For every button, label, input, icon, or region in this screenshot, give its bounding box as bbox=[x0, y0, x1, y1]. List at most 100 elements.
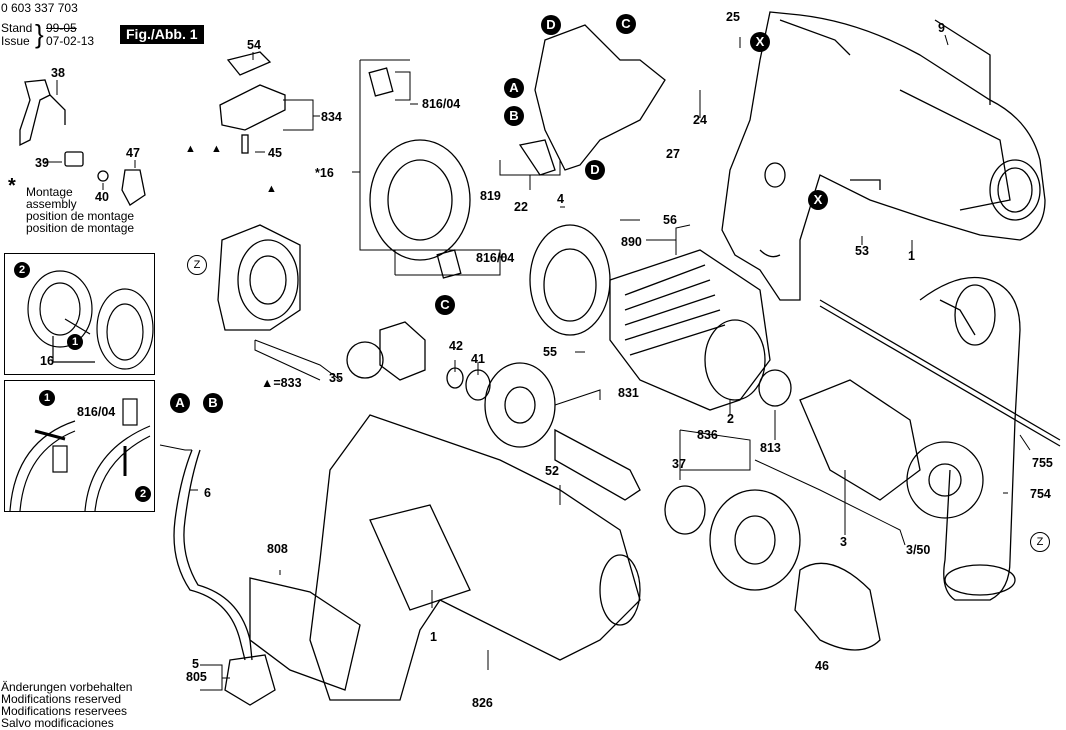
connection-marker-a: A bbox=[170, 393, 190, 413]
inset-drawing bbox=[9, 398, 151, 511]
part-label-816-04-inset: 816/04 bbox=[77, 405, 116, 419]
part-label-52: 52 bbox=[545, 464, 559, 478]
part-label-9: 9 bbox=[938, 21, 945, 35]
part-label-39: 39 bbox=[35, 156, 49, 170]
step-2-badge: 2 bbox=[135, 486, 151, 502]
part-label-5: 5 bbox=[192, 657, 199, 671]
part-label-46: 46 bbox=[815, 659, 829, 673]
part-label-834: 834 bbox=[321, 110, 342, 124]
step-2-badge: 2 bbox=[14, 262, 30, 278]
part-label-16-inset: 16 bbox=[40, 354, 54, 368]
switch bbox=[518, 24, 666, 176]
part-label-816-04: 816/04 bbox=[422, 97, 461, 111]
part-label-4: 4 bbox=[557, 192, 564, 206]
issue-date: 07-02-13 bbox=[46, 34, 95, 48]
side-handle bbox=[819, 276, 1061, 601]
part-label-45: 45 bbox=[268, 146, 282, 160]
part-label-808: 808 bbox=[267, 542, 288, 556]
connection-marker-c: C bbox=[616, 14, 636, 34]
part-label-37: 37 bbox=[672, 457, 686, 471]
part-label-56: 56 bbox=[663, 213, 677, 227]
brace-icon: } bbox=[35, 19, 44, 49]
part-label-890: 890 bbox=[621, 235, 642, 249]
triangle-marker-icon: ▲ bbox=[185, 143, 196, 155]
part-label-1: 1 bbox=[908, 249, 915, 263]
power-cable bbox=[173, 449, 276, 706]
connection-marker-z: Z bbox=[187, 255, 207, 275]
part-label-2: 2 bbox=[727, 412, 734, 426]
inset-drawing bbox=[27, 270, 154, 370]
part-label-35: 35 bbox=[329, 371, 343, 385]
part-label-41: 41 bbox=[471, 352, 485, 366]
part-label-27: 27 bbox=[666, 147, 680, 161]
step-1-badge: 1 bbox=[67, 334, 83, 350]
assembly-note-line: position de montage bbox=[26, 221, 135, 235]
part-label-836: 836 bbox=[697, 428, 718, 442]
part-label-25: 25 bbox=[726, 10, 740, 24]
inset-brush-replacement: 1 816/04 2 bbox=[4, 380, 155, 512]
connection-marker-b: B bbox=[203, 393, 223, 413]
part-label-53: 53 bbox=[855, 244, 869, 258]
connection-marker-a: A bbox=[504, 78, 524, 98]
triangle-marker-icon: ▲ bbox=[211, 143, 222, 155]
housing-half-right bbox=[721, 11, 1046, 301]
part-label-6: 6 bbox=[204, 486, 211, 500]
leader-lines bbox=[45, 34, 1031, 691]
assembly-note-line: assembly bbox=[26, 197, 77, 211]
part-label-831: 831 bbox=[618, 386, 639, 400]
part-label-42: 42 bbox=[449, 339, 463, 353]
connection-marker-d: D bbox=[585, 160, 605, 180]
chuck-parts bbox=[664, 485, 881, 651]
gears bbox=[346, 321, 641, 501]
housing-half-left bbox=[309, 414, 641, 701]
part-label-754: 754 bbox=[1030, 487, 1051, 501]
part-label-755: 755 bbox=[1032, 456, 1053, 470]
connection-marker-x: X bbox=[808, 190, 828, 210]
part-label-805: 805 bbox=[186, 670, 207, 684]
part-label-816-04: 816/04 bbox=[476, 251, 515, 265]
part-label-833: ▲=833 bbox=[261, 376, 302, 390]
figure-label: Fig./Abb. 1 bbox=[120, 25, 204, 44]
part-label-55: 55 bbox=[543, 345, 557, 359]
footer-line: Modifications reservees bbox=[1, 704, 128, 718]
asterisk-icon: * bbox=[8, 175, 16, 197]
part-label-16: *16 bbox=[315, 166, 334, 180]
part-label-38: 38 bbox=[51, 66, 65, 80]
part-label-24: 24 bbox=[693, 113, 707, 127]
triangle-marker-icon: ▲ bbox=[266, 183, 277, 195]
grip-cover bbox=[249, 577, 361, 691]
part-label-3-50: 3/50 bbox=[906, 543, 931, 557]
footer-line: Modifications reserved bbox=[1, 692, 122, 706]
part-label-47: 47 bbox=[126, 146, 140, 160]
part-label-813: 813 bbox=[760, 441, 781, 455]
part-label-819: 819 bbox=[480, 189, 501, 203]
stand-label: Stand bbox=[1, 21, 33, 35]
part-label-1: 1 bbox=[430, 630, 437, 644]
part-number: 0 603 337 703 bbox=[1, 1, 78, 15]
part-label-40: 40 bbox=[95, 190, 109, 204]
bearing-flange bbox=[217, 224, 301, 331]
assembly-note-line: position de montage bbox=[26, 209, 135, 223]
stator bbox=[609, 249, 771, 411]
part-label-826: 826 bbox=[472, 696, 493, 710]
connection-marker-c: C bbox=[435, 295, 455, 315]
connection-marker-z: Z bbox=[1030, 532, 1050, 552]
step-1-badge: 1 bbox=[39, 390, 55, 406]
connection-marker-x: X bbox=[750, 32, 770, 52]
footer-line: Salvo modificaciones bbox=[1, 716, 114, 730]
armature bbox=[758, 369, 984, 519]
issue-label: Issue bbox=[1, 34, 30, 48]
assembly-note-line: Montage bbox=[26, 185, 73, 199]
footer-line: Änderungen vorbehalten bbox=[1, 680, 133, 694]
part-label-3: 3 bbox=[840, 535, 847, 549]
switch-cover bbox=[219, 51, 286, 154]
inset-brush-holder-removal: 2 1 16 bbox=[4, 253, 155, 375]
part-label-54: 54 bbox=[247, 38, 261, 52]
trigger bbox=[19, 79, 146, 206]
part-label-22: 22 bbox=[514, 200, 528, 214]
connection-marker-b: B bbox=[504, 106, 524, 126]
old-date: 99-05 bbox=[46, 21, 77, 35]
connection-marker-d: D bbox=[541, 15, 561, 35]
brush-holder-plates bbox=[368, 67, 611, 336]
